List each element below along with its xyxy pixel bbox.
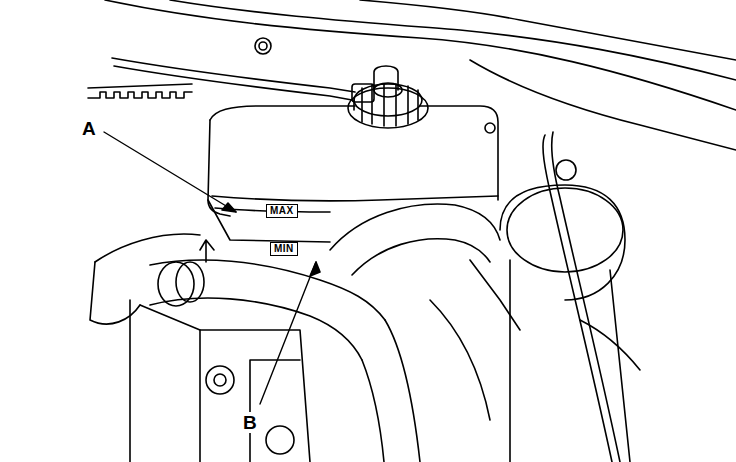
level-mark: MAX <box>266 204 298 218</box>
callout-letter: B <box>241 412 259 433</box>
callout-letter: A <box>80 118 98 139</box>
level-mark: MIN <box>270 242 298 256</box>
